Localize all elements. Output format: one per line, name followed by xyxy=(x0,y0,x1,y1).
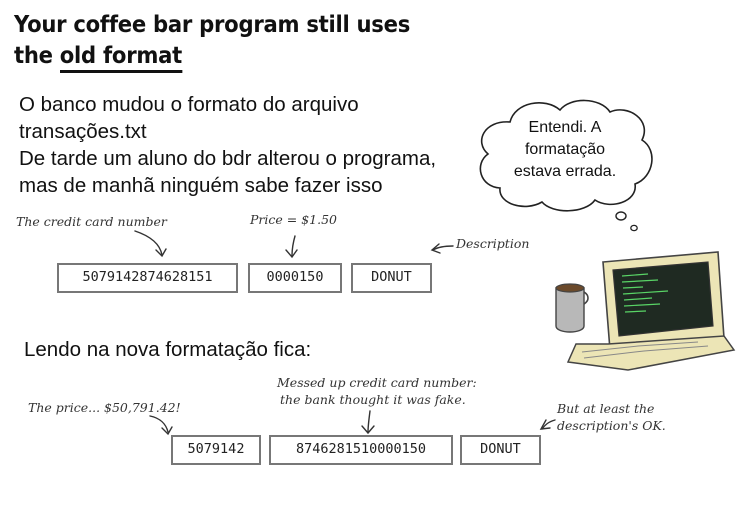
computer-icon xyxy=(555,251,736,371)
old-price-field: 0000150 xyxy=(248,263,342,293)
new-card-field: 8746281510000150 xyxy=(269,435,453,465)
old-description-field: DONUT xyxy=(351,263,432,293)
annotation-new-card-line1: Messed up credit card number: xyxy=(277,375,477,390)
paragraph-line4: mas de manhã ninguém sabe fazer isso xyxy=(19,174,383,197)
annotation-new-desc-line1: But at least the xyxy=(557,401,655,416)
annotation-price: Price = $1.50 xyxy=(250,212,337,227)
thought-cloud-icon xyxy=(479,99,653,232)
arrowhead-new-desc xyxy=(539,419,551,430)
arrowhead-new-price xyxy=(161,426,173,436)
arrowhead-price xyxy=(285,249,298,259)
page-title-line1: Your coffee bar program still uses xyxy=(14,12,411,38)
annotation-new-desc-line2: description's OK. xyxy=(557,418,666,433)
coffee-mug-icon xyxy=(555,283,589,333)
cloud-text-line2: formatação xyxy=(524,141,606,158)
new-description-field: DONUT xyxy=(460,435,541,465)
paragraph-line1: O banco mudou o formato do arquivo xyxy=(19,93,359,116)
arrow-to-price-icon xyxy=(291,235,296,257)
title-prefix: the xyxy=(14,43,60,69)
arrowhead-desc xyxy=(430,243,441,254)
arrow-to-new-desc-icon xyxy=(541,419,556,430)
new-price-field: 5079142 xyxy=(171,435,261,465)
arrow-to-desc-icon xyxy=(432,245,454,251)
annotation-new-card-line2: the bank thought it was fake. xyxy=(280,392,466,407)
paragraph-line3: De tarde um aluno do bdr alterou o progr… xyxy=(19,147,437,170)
annotation-new-price: The price... $50,791.42! xyxy=(28,400,181,415)
new-format-heading: Lendo na nova formatação fica: xyxy=(24,338,312,361)
arrow-to-card-icon xyxy=(134,230,163,256)
old-card-field: 5079142874628151 xyxy=(57,263,238,293)
title-underlined: old format xyxy=(59,43,182,73)
page-title-line2: the old format xyxy=(14,43,182,73)
paragraph-line2: transações.txt xyxy=(19,120,147,143)
cloud-text-line3: estava errada. xyxy=(513,163,617,180)
annotation-description: Description xyxy=(456,236,530,251)
arrow-to-new-card-icon xyxy=(367,410,371,433)
arrowhead-card xyxy=(155,248,167,258)
arrow-to-new-price-icon xyxy=(149,415,169,433)
cloud-text-line1: Entendi. A xyxy=(528,119,602,136)
arrowhead-new-card xyxy=(361,425,375,435)
annotation-credit-card: The credit card number xyxy=(16,214,167,229)
